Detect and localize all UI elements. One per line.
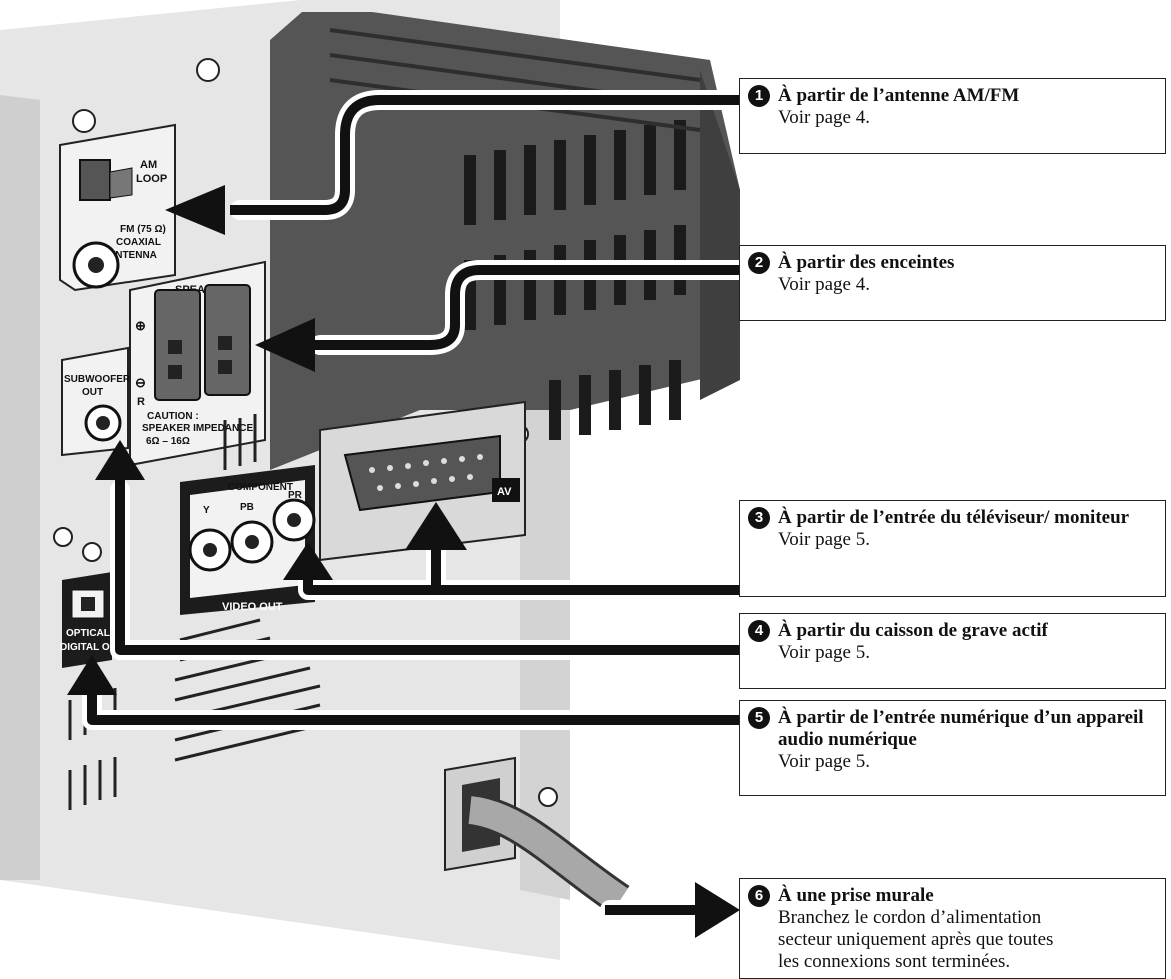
pr-label: PR (288, 490, 303, 501)
callout-title: À partir de l’entrée numérique d’un appa… (778, 707, 1144, 750)
callout-text-line-3: les connexions sont terminées. (778, 951, 1011, 972)
subwoofer-label: SUBWOOFER (64, 374, 131, 385)
minus-label: ⊖ (135, 375, 146, 390)
coaxial-label: COAXIAL (116, 237, 161, 248)
y-label: Y (203, 505, 210, 516)
arrowhead-4 (95, 440, 145, 480)
am-loop-lever (109, 167, 133, 199)
cable-1 (230, 95, 740, 215)
caution-label: CAUTION : (147, 411, 199, 422)
callout-text: Voir page 5. (778, 529, 870, 550)
callout-title: À une prise murale (778, 885, 934, 906)
callout-wall-outlet: 6 À une prise murale Branchez le cordon d… (739, 878, 1166, 979)
callout-subwoofer: 4 À partir du caisson de grave actif Voir… (739, 613, 1166, 689)
arrowhead-1 (165, 185, 225, 235)
optical-label: OPTICAL (66, 628, 110, 639)
callout-speakers: 2 À partir des enceintes Voir page 4. (739, 245, 1166, 321)
arrowhead-2 (255, 318, 315, 372)
plus-label: ⊕ (135, 318, 146, 333)
ohms-label: 6Ω – 16Ω (146, 436, 190, 447)
arrowhead-3 (283, 542, 333, 580)
callout-text: Voir page 4. (778, 107, 870, 128)
number-badge: 1 (748, 85, 770, 107)
number-badge: 3 (748, 507, 770, 529)
callout-digital: 5 À partir de l’entrée numérique d’un app… (739, 700, 1166, 796)
component-label: COMPONENT (228, 482, 293, 493)
number-badge: 6 (748, 885, 770, 907)
digital-out-label: DIGITAL OUT (60, 642, 123, 653)
number-badge: 2 (748, 252, 770, 274)
fm-label: FM (75 Ω) (120, 224, 166, 235)
r-label: R (137, 396, 145, 408)
scart-pins (369, 454, 483, 491)
heatsink-housing (270, 12, 740, 470)
video-out-label: VIDEO OUT (222, 601, 283, 613)
cable-2 (310, 265, 740, 350)
heatsink-side (700, 70, 740, 400)
subwoofer-out-label: OUT (82, 387, 103, 398)
callout-title: À partir de l’entrée du téléviseur/ moni… (778, 507, 1130, 528)
av-label: AV (497, 486, 512, 498)
arrowhead-6 (695, 882, 740, 938)
callout-text-line-2: secteur uniquement après que toutes (778, 929, 1054, 950)
callout-text-line-1: Branchez le cordon d’alimentation (778, 907, 1042, 928)
callout-antenna: 1 À partir de l’antenne AM/FM Voir page 4… (739, 78, 1166, 154)
optical-panel (62, 572, 112, 668)
arrowheads (67, 185, 740, 938)
number-badge: 5 (748, 707, 770, 729)
callout-text: Voir page 5. (778, 751, 870, 772)
impedance-label: SPEAKER IMPEDANCE (142, 423, 253, 434)
callout-tv: 3 À partir de l’entrée du téléviseur/ mon… (739, 500, 1166, 597)
antenna-label: ANTENNA (108, 250, 157, 261)
rear-panel-edge (0, 95, 40, 880)
number-badge: 4 (748, 620, 770, 642)
am-loop-terminal (79, 159, 111, 201)
am-label: AM (140, 159, 157, 171)
arrowhead-3b (405, 502, 467, 550)
loop-label: LOOP (136, 173, 167, 185)
pb-label: PB (240, 502, 254, 513)
callout-title: À partir du caisson de grave actif (778, 620, 1048, 641)
callout-title: À partir des enceintes (778, 252, 955, 273)
arrowhead-5 (67, 655, 117, 695)
cable-4 (115, 480, 740, 655)
callout-title: À partir de l’antenne AM/FM (778, 85, 1020, 106)
callout-text: Voir page 4. (778, 274, 870, 295)
callout-text: Voir page 5. (778, 642, 870, 663)
